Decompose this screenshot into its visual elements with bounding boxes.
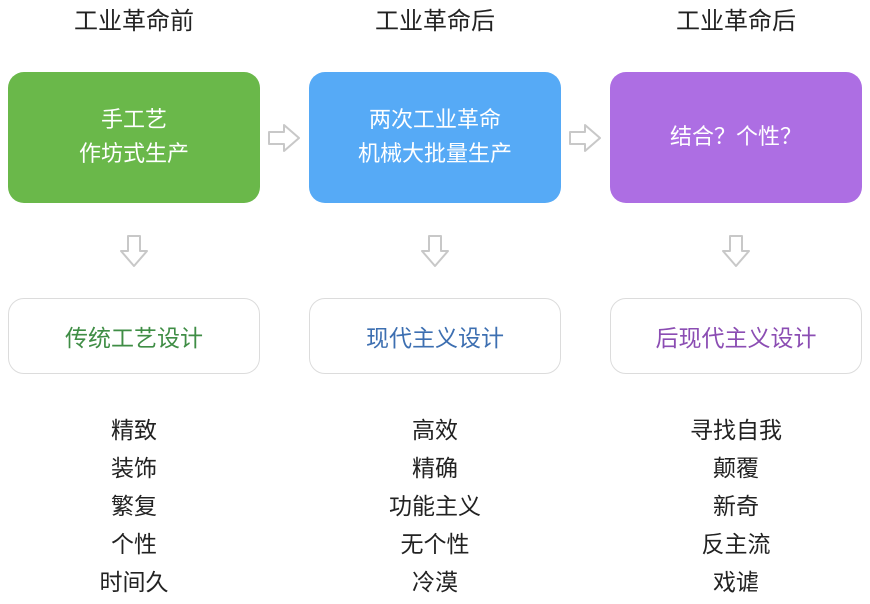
trait-item: 新奇 (713, 494, 759, 520)
stage-box: 两次工业革命 机械大批量生产 (309, 72, 561, 203)
down-arrow-icon (120, 235, 148, 267)
traits-list: 寻找自我 颠覆 新奇 反主流 戏谑 (610, 412, 862, 602)
right-arrow-icon (268, 124, 300, 152)
down-arrow-icon (722, 235, 750, 267)
stage-header: 工业革命后 (375, 7, 495, 35)
trait-item: 装饰 (111, 456, 157, 482)
stage-box-line: 手工艺 (100, 107, 167, 133)
trait-item: 精确 (412, 456, 458, 482)
trait-item: 精致 (111, 418, 157, 444)
stage-header: 工业革命后 (676, 7, 796, 35)
trait-item: 冷漠 (412, 570, 458, 596)
stage-column-2: 工业革命后 两次工业革命 机械大批量生产 现代主义设计 高效 精确 功能主义 无… (309, 0, 561, 604)
trait-item: 功能主义 (389, 494, 481, 520)
stage-box: 手工艺 作坊式生产 (8, 72, 260, 203)
traits-list: 精致 装饰 繁复 个性 时间久 (8, 412, 260, 602)
stage-box-line: 机械大批量生产 (357, 141, 512, 167)
trait-item: 时间久 (99, 570, 169, 596)
design-style-label: 现代主义设计 (366, 326, 504, 352)
design-style-box: 现代主义设计 (309, 298, 561, 374)
stage-column-3: 工业革命后 结合？个性？ 后现代主义设计 寻找自我 颠覆 新奇 反主流 戏谑 (610, 0, 862, 604)
design-style-label: 后现代主义设计 (655, 326, 817, 352)
trait-item: 反主流 (701, 532, 771, 558)
trait-item: 无个性 (400, 532, 470, 558)
traits-list: 高效 精确 功能主义 无个性 冷漠 (309, 412, 561, 602)
stage-box-line: 结合？个性？ (669, 124, 802, 150)
trait-item: 寻找自我 (690, 418, 782, 444)
right-arrow-icon (569, 124, 601, 152)
trait-item: 繁复 (111, 494, 157, 520)
down-arrow-icon (421, 235, 449, 267)
trait-item: 个性 (111, 532, 157, 558)
stage-column-1: 工业革命前 手工艺 作坊式生产 传统工艺设计 精致 装饰 繁复 个性 时间久 (8, 0, 260, 604)
design-style-box: 传统工艺设计 (8, 298, 260, 374)
stage-box-line: 作坊式生产 (78, 141, 189, 167)
stage-box: 结合？个性？ (610, 72, 862, 203)
trait-item: 戏谑 (713, 570, 759, 596)
design-style-box: 后现代主义设计 (610, 298, 862, 374)
stage-box-line: 两次工业革命 (368, 107, 501, 133)
trait-item: 颠覆 (713, 456, 759, 482)
stage-header: 工业革命前 (74, 7, 194, 35)
trait-item: 高效 (412, 418, 458, 444)
design-style-label: 传统工艺设计 (65, 326, 203, 352)
